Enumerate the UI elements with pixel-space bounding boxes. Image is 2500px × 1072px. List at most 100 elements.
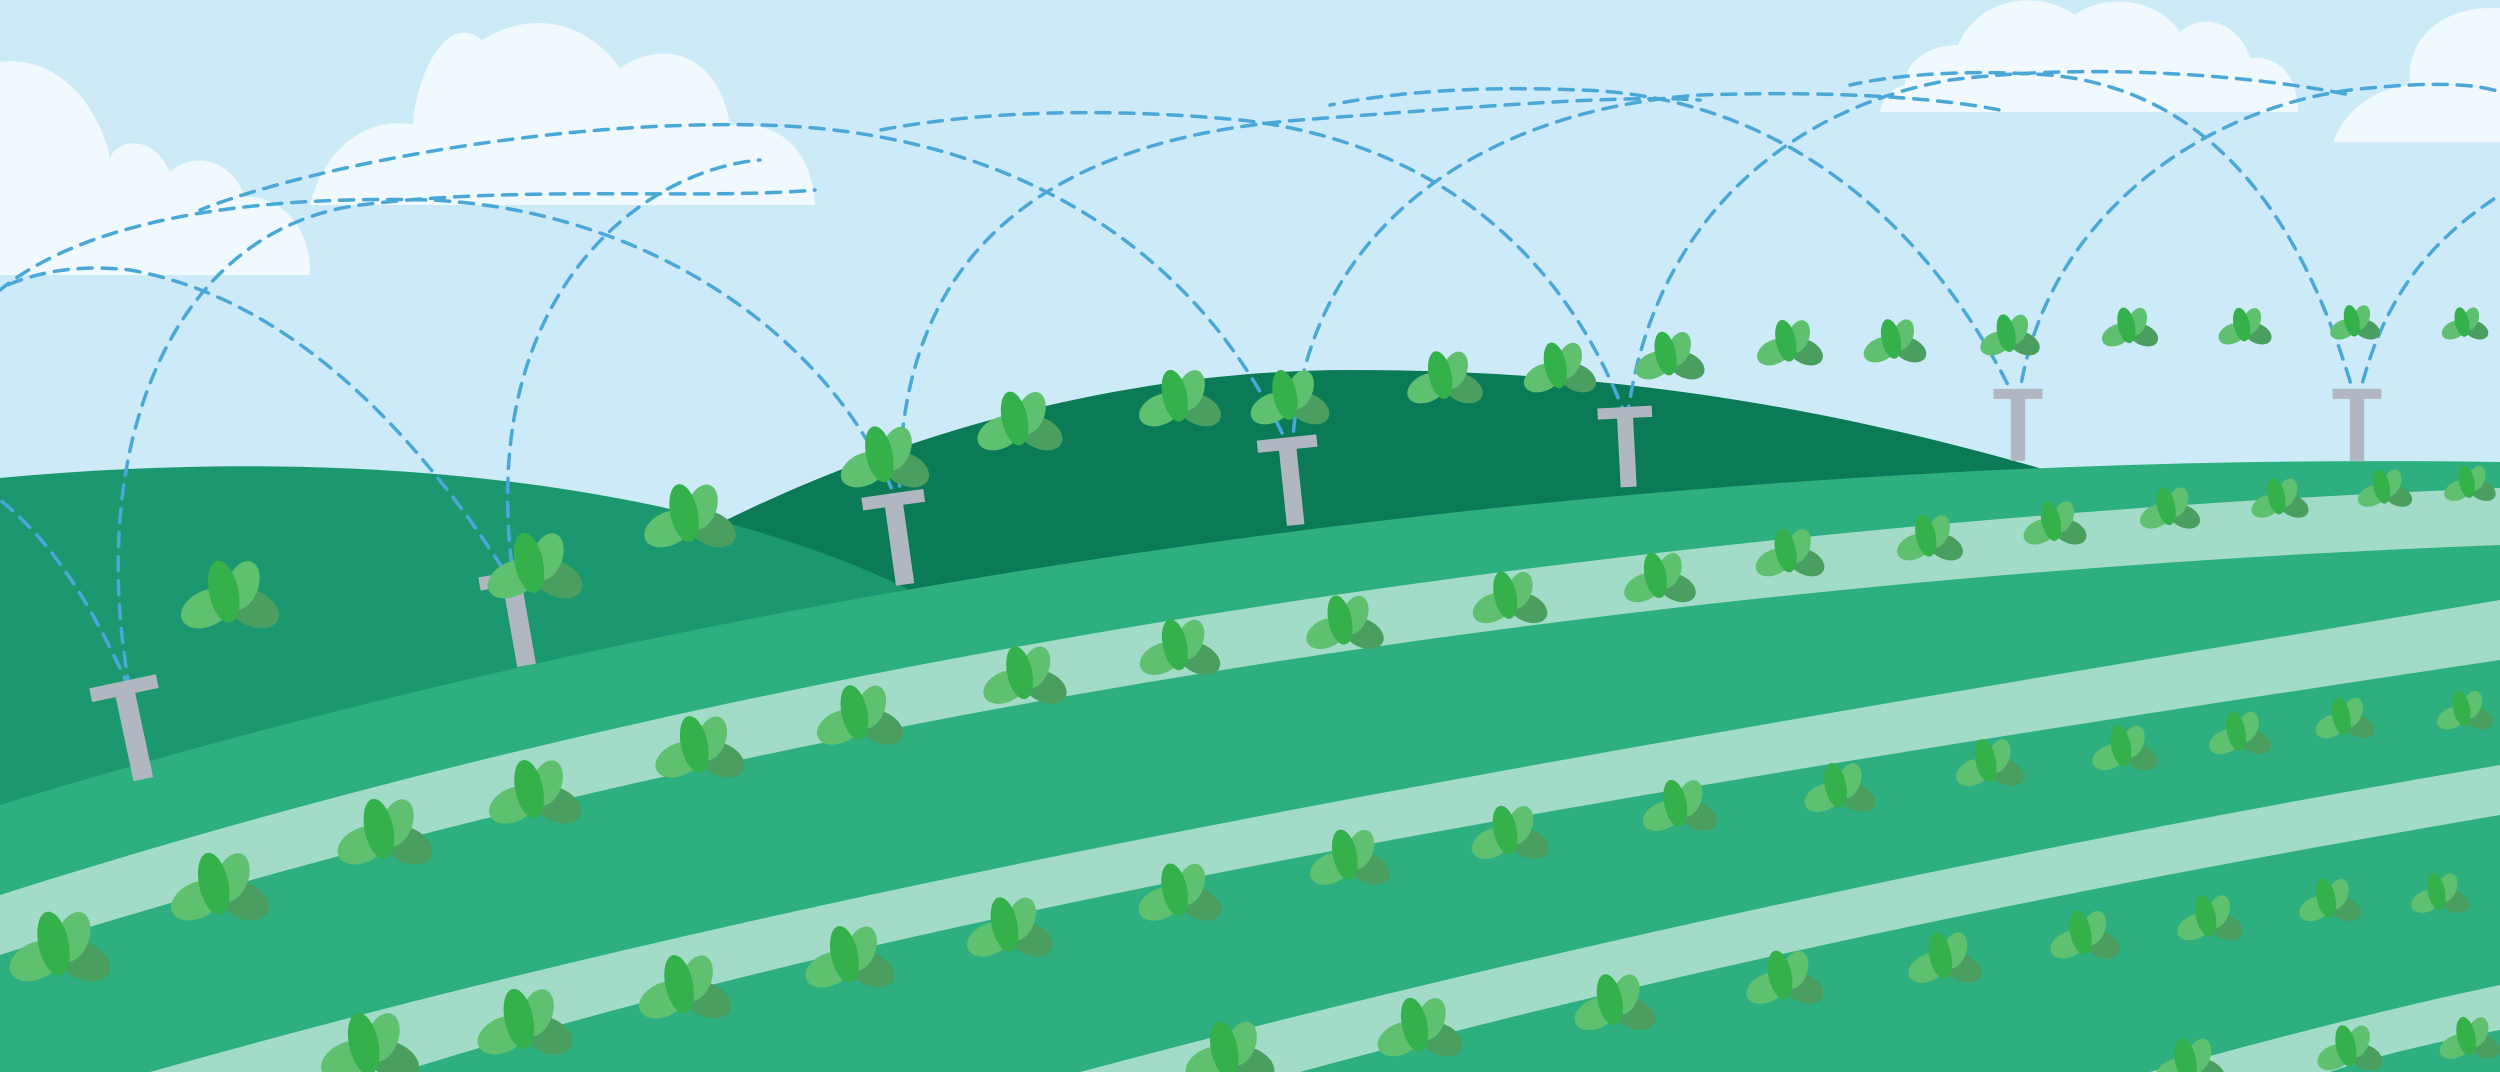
crop-plant [2251,478,2309,518]
sprinkler-post [2010,396,2026,461]
sprinklers [89,388,2382,782]
sprinkler [1993,388,2043,461]
water-arc [1290,91,2002,457]
crop-plant [337,798,433,865]
crop-plant [2101,307,2159,347]
crop-plant [1755,528,1825,577]
crop-plant [1138,863,1222,921]
water-arc [1625,69,2352,422]
crop-plant [1908,932,1982,983]
crop-plant [1377,997,1463,1057]
crop-plant [171,852,269,921]
crop-plant [2092,725,2158,771]
water-arc [116,188,817,692]
water-arc [1328,86,2020,407]
crop-plant [2218,307,2272,345]
crop-plant [805,926,895,988]
crop-plant [1863,319,1927,363]
sprinkler-post [1616,414,1637,488]
field-stripe [1080,765,2500,1072]
sprinkler-post [2349,396,2365,461]
water-arc [2355,193,2500,407]
crop-plant [1574,974,1656,1031]
crop-plant [1407,351,1483,404]
crop-plant [1635,331,1705,380]
sprinkler-head [2332,388,2382,399]
crop-plant [488,759,582,824]
crop-plant [1310,829,1390,885]
sprinkler [2332,388,2382,461]
crop-plant [1643,779,1717,831]
sprinkler-post [1278,445,1305,526]
crop-plant [1624,552,1696,603]
cloud [310,23,815,205]
crop-plant [2439,1016,2500,1059]
sprinkler-post [502,579,536,668]
sprinkler [1256,434,1318,526]
crop-plant [2411,872,2469,913]
crop-plant [1804,763,1876,813]
crop-plant [1956,739,2024,787]
water-arc [878,110,1629,422]
crop-plant [1980,314,2040,356]
crop-plant [2317,1025,2383,1071]
sprinkler [89,674,159,782]
sprinkler [1597,405,1653,488]
crop-plant [1757,319,1823,366]
crop-plant [1472,571,1548,624]
crop-plant [2023,501,2087,545]
crop-plant [639,955,731,1019]
cloud [1880,0,2298,113]
sprinkler-head [1256,434,1318,453]
crop-plant [1746,950,1824,1004]
crop-plant [2444,465,2496,501]
crop-plant [967,897,1053,957]
field-stripe [0,600,2500,1072]
water-arc [2016,82,2500,407]
crop-plant [1250,370,1330,425]
crop-plant [181,560,279,629]
water-arc [198,122,1294,457]
crop-plant [1306,595,1384,650]
crop-plant [2330,305,2380,340]
sprinkler-head [861,488,926,511]
crop-plant [1523,342,1597,393]
crop-plant [2139,487,2201,529]
clouds [0,0,2500,275]
water-arc [0,266,517,590]
crop-plant [477,988,573,1055]
cloud [0,61,311,275]
crop-plant [2357,469,2413,507]
cloud [2333,7,2500,143]
crop-plant [321,1012,419,1072]
crop-plant [2177,895,2243,941]
water-arc [1848,70,2359,407]
crop-plant [977,391,1063,451]
crop-field [0,461,2500,1072]
crop-plant [1139,619,1221,675]
crop-plant [840,426,930,488]
field-stripe [2150,985,2500,1072]
crop-plant [2315,697,2375,739]
crop-plant [983,646,1067,704]
crop-plant [1897,514,1963,561]
crop-plant [2050,910,2120,959]
crop-plant [1185,1021,1275,1072]
crop-plants [9,305,2500,1072]
crop-plant [1471,805,1549,859]
field-stripe [0,488,2500,955]
crop-plant [655,716,745,778]
sprinkler-head [1993,388,2043,399]
sprinkler-post [884,501,915,586]
water-arc [0,197,902,512]
crop-plant [644,484,736,548]
water-arc [897,96,1702,512]
crop-plant [2441,307,2489,340]
sprinkler-post [114,689,154,782]
crop-plant [1139,369,1221,427]
sprinkler [861,488,926,586]
crop-plant [2299,878,2361,922]
crop-plant [816,685,904,745]
sprinkler-head [1597,405,1653,420]
